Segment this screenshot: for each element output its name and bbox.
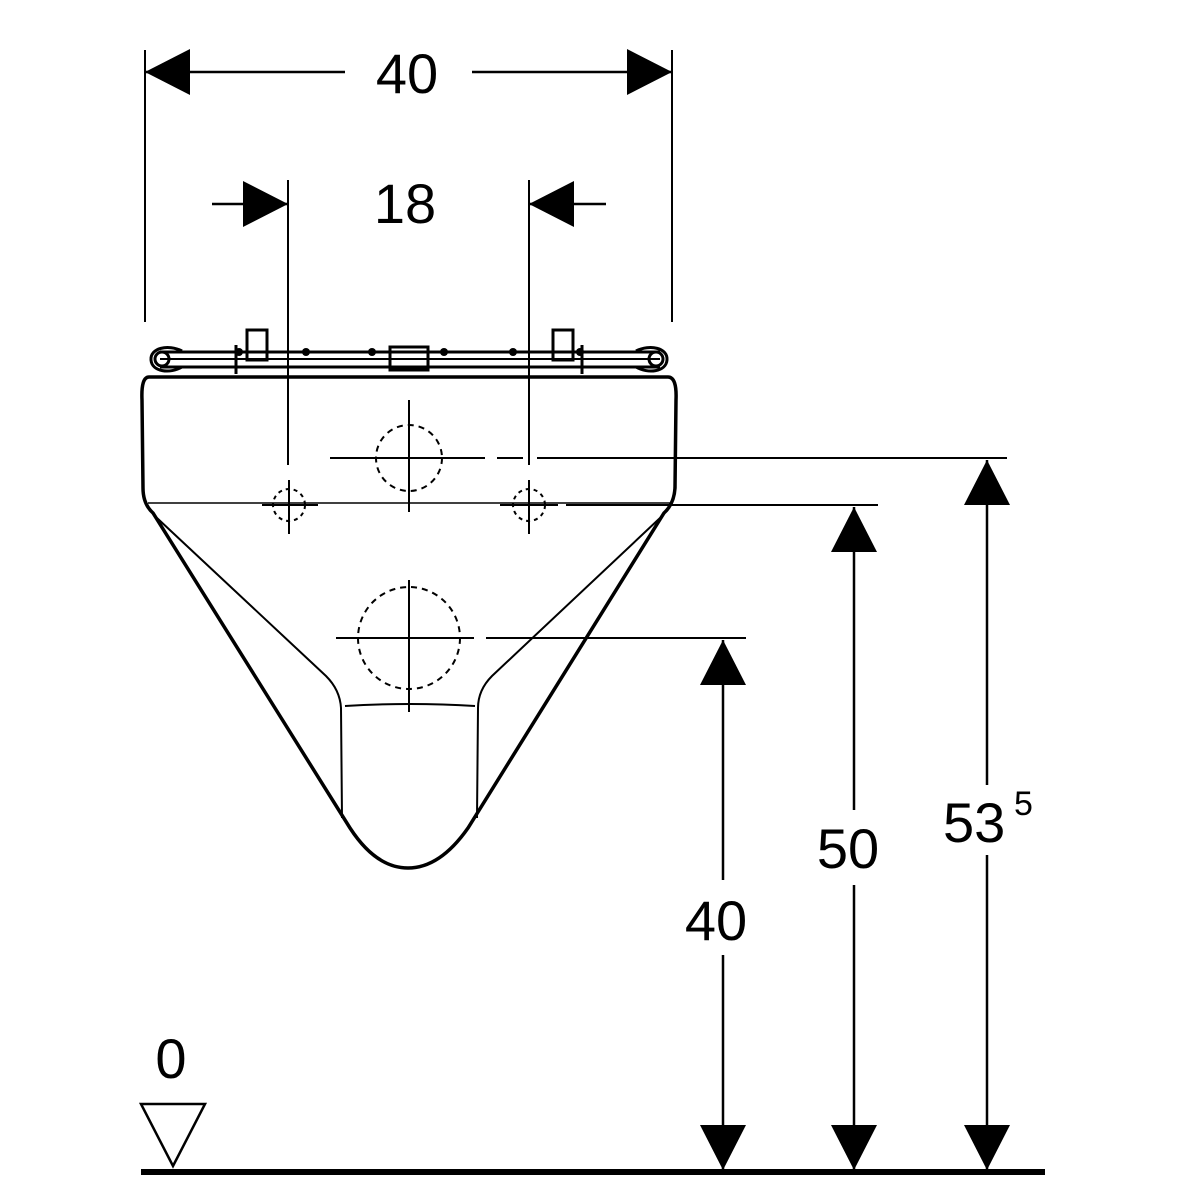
- floor-level-triangle: [138, 1102, 208, 1169]
- inlet-height-superscript: 5: [1014, 785, 1033, 823]
- arrowhead-left: [145, 49, 190, 95]
- bowl-outer-outline: [140, 375, 678, 870]
- fixing-height-dimension: 50: [817, 507, 879, 1170]
- fixing-hole-right: [500, 480, 878, 534]
- bowl-inner-rim: [156, 517, 343, 819]
- inlet-axis-marker: [330, 400, 1007, 512]
- outlet-axis-marker: [336, 580, 746, 712]
- arrowhead-left-pointing: [529, 181, 574, 227]
- overall-width-dimension: 40: [144, 42, 673, 322]
- floor-level-reference: 0: [138, 1027, 1045, 1175]
- seat-hinge-assembly: [149, 328, 669, 374]
- fixing-spacing-dimension: 18: [212, 172, 606, 465]
- fixing-height-label: 50: [817, 817, 879, 880]
- floor-level-label: 0: [155, 1027, 186, 1090]
- outlet-height-label: 40: [685, 889, 747, 952]
- overall-width-label: 40: [376, 42, 438, 105]
- fixing-spacing-label: 18: [374, 172, 436, 235]
- outlet-height-dimension: 40: [685, 640, 747, 1170]
- arrowhead-right-pointing: [243, 181, 288, 227]
- arrowhead-right: [627, 49, 672, 95]
- fixing-hole-left: [262, 480, 318, 534]
- inlet-height-label: 53: [943, 791, 1005, 854]
- inlet-height-dimension: 53 5: [943, 460, 1033, 1170]
